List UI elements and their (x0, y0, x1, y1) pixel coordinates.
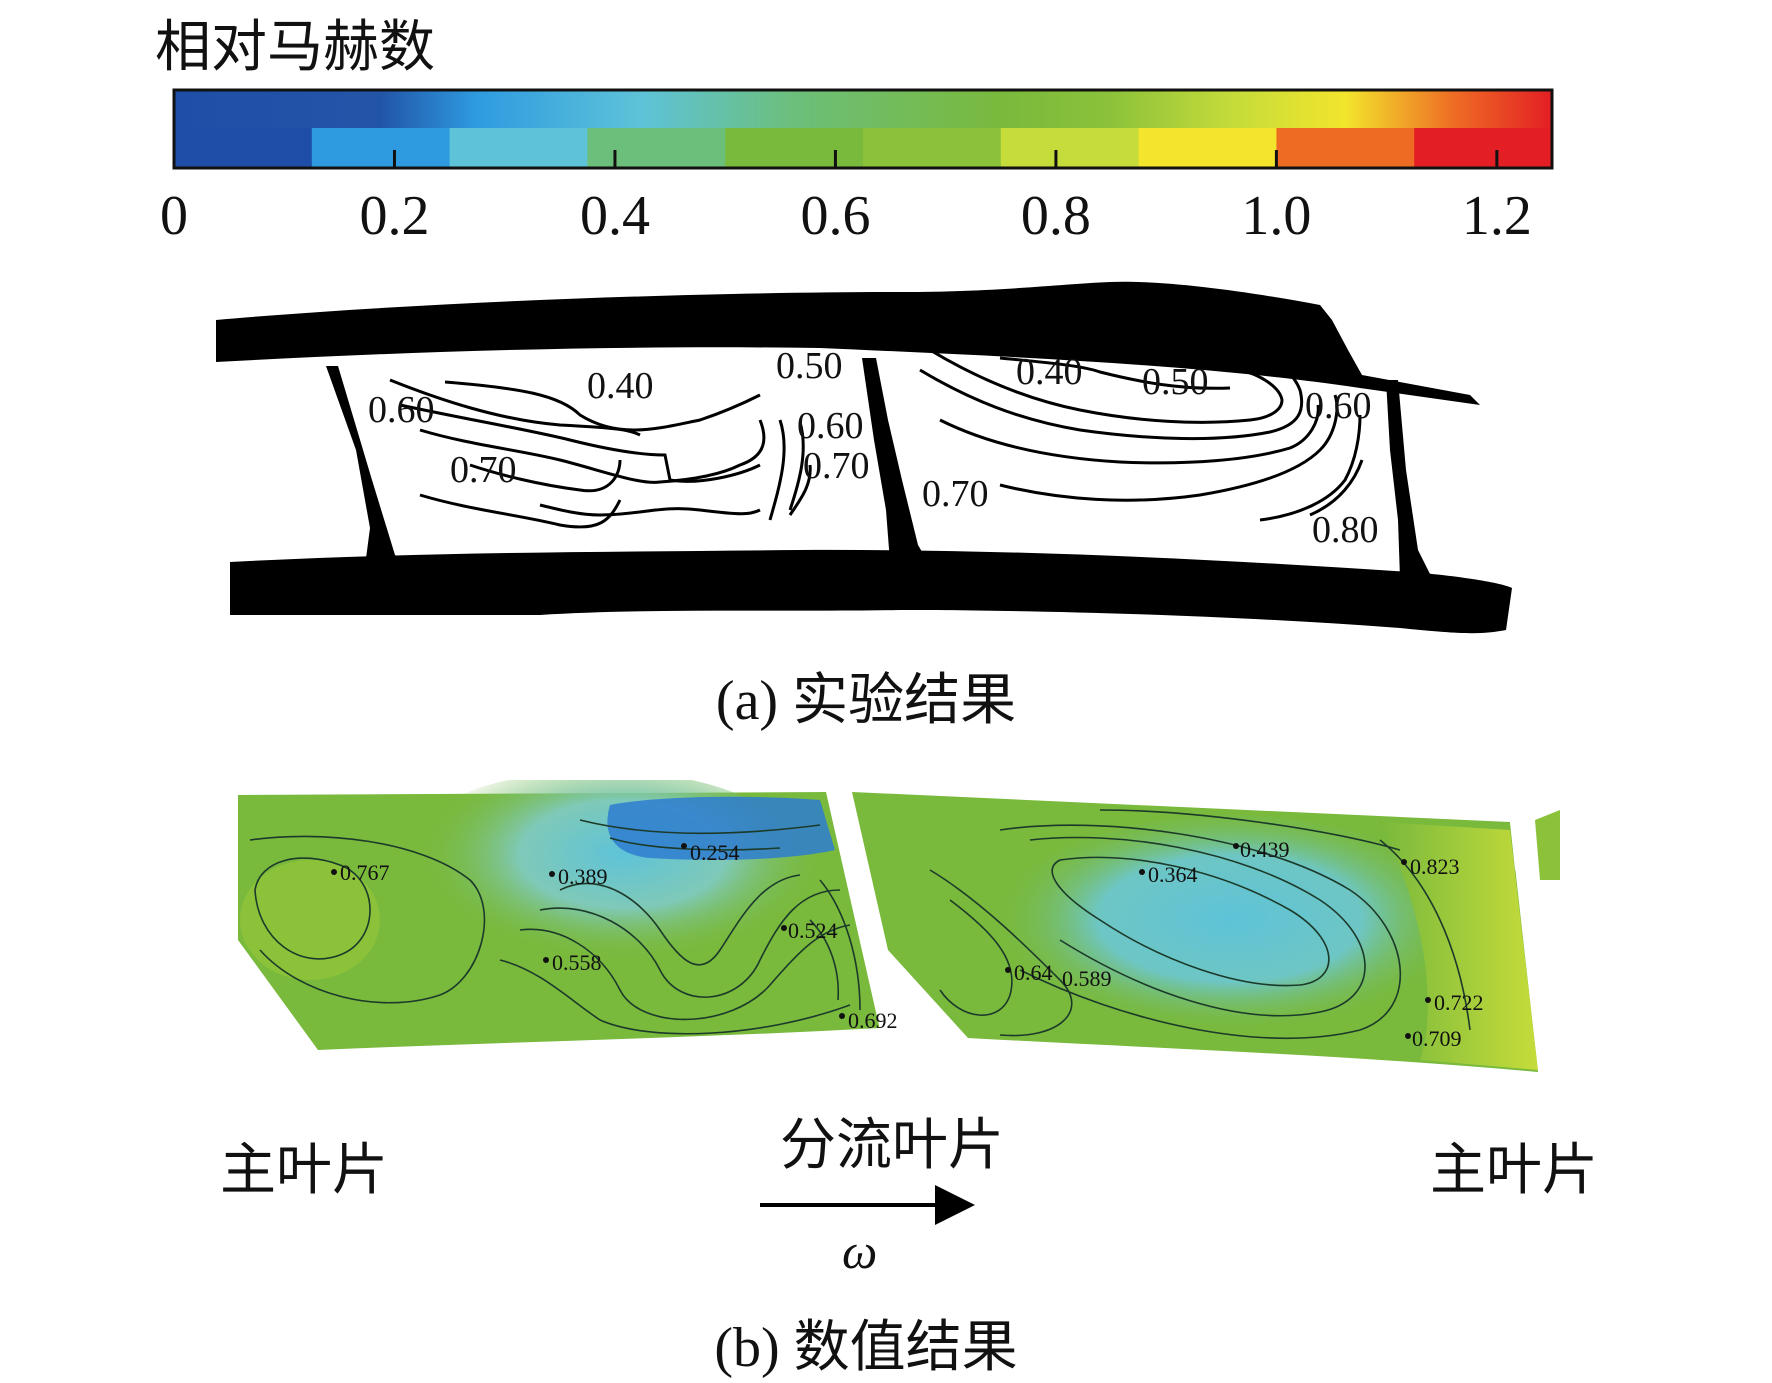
probe-point (331, 869, 337, 875)
shroud-wall (216, 281, 1480, 405)
splitter-blade-label: 分流叶片 (780, 1113, 1004, 1178)
probe-label-group: 0.767 0.389 0.254 0.524 0.558 0.692 0.36… (331, 837, 1484, 1051)
probe-point (1425, 997, 1431, 1003)
colorbar-tick-label: 0 (160, 185, 188, 247)
colorbar-ticks (172, 150, 1499, 168)
colorbar-step (1138, 128, 1277, 168)
colorbar-step (449, 128, 588, 168)
probe-label: 0.254 (690, 840, 740, 865)
omega-symbol: ω (842, 1223, 878, 1279)
panel-a-experimental: 0.40 0.50 0.60 0.60 0.70 0.70 0.40 0.50 … (216, 281, 1512, 634)
contour-label: 0.50 (1142, 361, 1209, 403)
contour-label: 0.70 (803, 445, 870, 487)
contour-label: 0.80 (1312, 509, 1379, 551)
probe-label: 0.439 (1240, 837, 1290, 862)
probe-point (1139, 869, 1145, 875)
colorbar-tick-label: 0.2 (359, 185, 430, 247)
probe-point (1401, 859, 1407, 865)
colorbar-step (587, 128, 726, 168)
colorbar-step (174, 128, 313, 168)
colorbar-tick-label: 0.6 (800, 185, 871, 247)
colorbar-step (1414, 128, 1553, 168)
caption-b: (b) 数值结果 (714, 1317, 1018, 1379)
probe-label: 0.558 (552, 950, 602, 975)
probe-point (1005, 967, 1011, 973)
probe-label: 0.823 (1410, 854, 1460, 879)
probe-point (549, 871, 555, 877)
right-blade-gap (1510, 820, 1538, 870)
isolines-left (249, 819, 861, 1035)
colorbar-step (725, 128, 864, 168)
splitter-blade-experimental (862, 358, 928, 562)
isolines-right (929, 809, 1471, 1040)
contour-lines-left (389, 378, 812, 529)
probe-point (781, 925, 787, 931)
contour-label-group: 0.40 0.50 0.60 0.60 0.70 0.70 0.40 0.50 … (368, 345, 1379, 551)
contour-label: 0.70 (450, 449, 517, 491)
probe-point (681, 843, 687, 849)
colorbar-step (863, 128, 1002, 168)
colorbar-step (1000, 128, 1140, 168)
contour-label: 0.60 (797, 405, 864, 447)
next-passage-sliver (1535, 810, 1560, 880)
low-speed-core-right (990, 815, 1470, 1045)
probe-label: 0.589 (1062, 966, 1112, 991)
probe-point (839, 1013, 845, 1019)
probe-label: 0.692 (848, 1008, 898, 1033)
main-blade-right-experimental (1386, 380, 1432, 578)
contour-lines-right (919, 348, 1364, 522)
hub-wall (230, 549, 1512, 634)
probe-label: 0.389 (558, 864, 608, 889)
probe-label: 0.64 (1014, 960, 1053, 985)
contour-label: 0.40 (587, 365, 654, 407)
main-blade-label-right: 主叶片 (1430, 1138, 1598, 1203)
colorbar-tick-label: 0.8 (1020, 185, 1091, 247)
colorbar-title: 相对马赫数 (155, 15, 435, 80)
colorbar-tick-label: 0.4 (579, 185, 650, 247)
high-speed-core-left (240, 860, 380, 980)
colorbar-tick-label: 1.2 (1461, 185, 1532, 247)
colorbar-steps (174, 128, 1553, 168)
probe-label: 0.722 (1434, 990, 1484, 1015)
colorbar-step (311, 128, 451, 168)
main-blade-label-left: 主叶片 (220, 1138, 388, 1203)
rotation-arrow (760, 1185, 975, 1225)
probe-label: 0.709 (1412, 1026, 1462, 1051)
contour-label: 0.60 (368, 389, 435, 431)
contour-label: 0.40 (1016, 351, 1083, 393)
probe-point (543, 957, 549, 963)
panel-b-numerical: 0.767 0.389 0.254 0.524 0.558 0.692 0.36… (238, 780, 1560, 1072)
splitter-blade-gap (826, 792, 908, 1030)
contour-label: 0.70 (922, 473, 989, 515)
contour-label: 0.60 (1305, 385, 1372, 427)
probe-label: 0.364 (1148, 862, 1198, 887)
probe-label: 0.524 (788, 918, 838, 943)
probe-label: 0.767 (340, 860, 390, 885)
probe-point (1405, 1033, 1411, 1039)
probe-point (1233, 843, 1239, 849)
contour-label: 0.50 (776, 345, 843, 387)
colorbar (172, 88, 1554, 170)
colorbar-tick-label: 1.0 (1241, 185, 1312, 247)
caption-a: (a) 实验结果 (715, 670, 1017, 732)
low-speed-region-left (607, 796, 835, 860)
colorbar-frame (172, 88, 1554, 170)
main-blade-left-experimental (326, 366, 410, 566)
colorbar-step (1276, 128, 1415, 168)
